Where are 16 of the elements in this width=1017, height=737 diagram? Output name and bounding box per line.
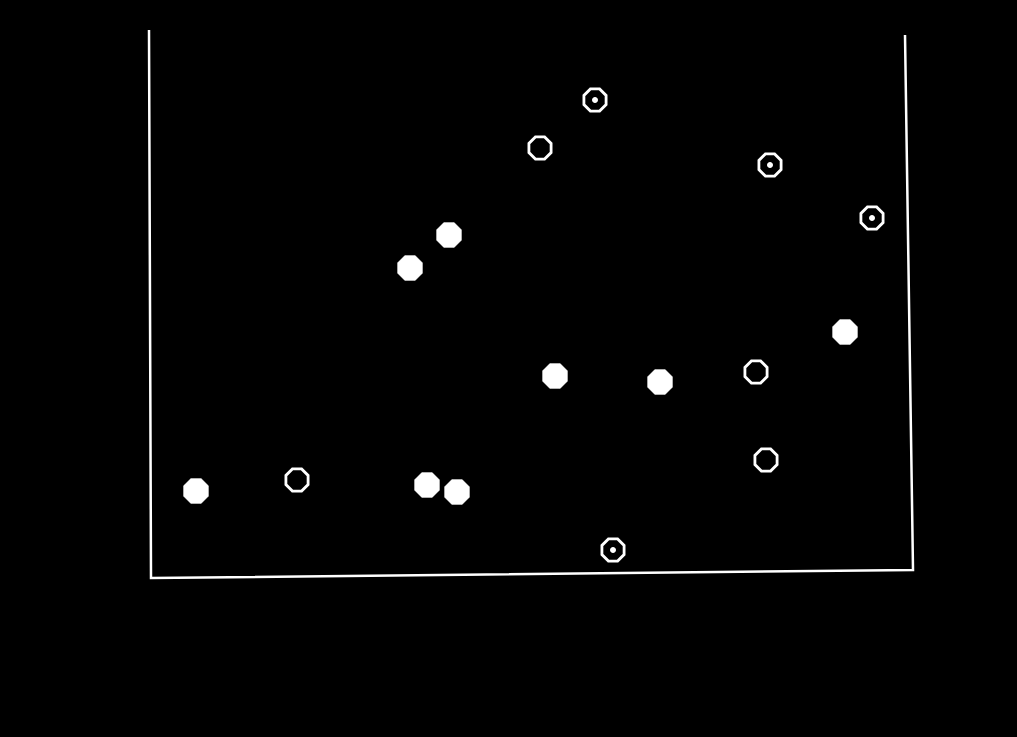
dotted-octagon (859, 205, 885, 231)
filled-octagon (542, 363, 568, 389)
filled-octagon (183, 478, 209, 504)
hollow-octagon (527, 135, 553, 161)
hollow-octagon (284, 467, 310, 493)
hollow-octagon (753, 447, 779, 473)
filled-octagon (397, 255, 423, 281)
filled-octagon (436, 222, 462, 248)
dotted-octagon (600, 537, 626, 563)
filled-octagon (414, 472, 440, 498)
dotted-octagon (757, 152, 783, 178)
filled-octagon (444, 479, 470, 505)
hollow-octagon (743, 359, 769, 385)
filled-octagon (832, 319, 858, 345)
dotted-octagon (582, 87, 608, 113)
filled-octagon (647, 369, 673, 395)
